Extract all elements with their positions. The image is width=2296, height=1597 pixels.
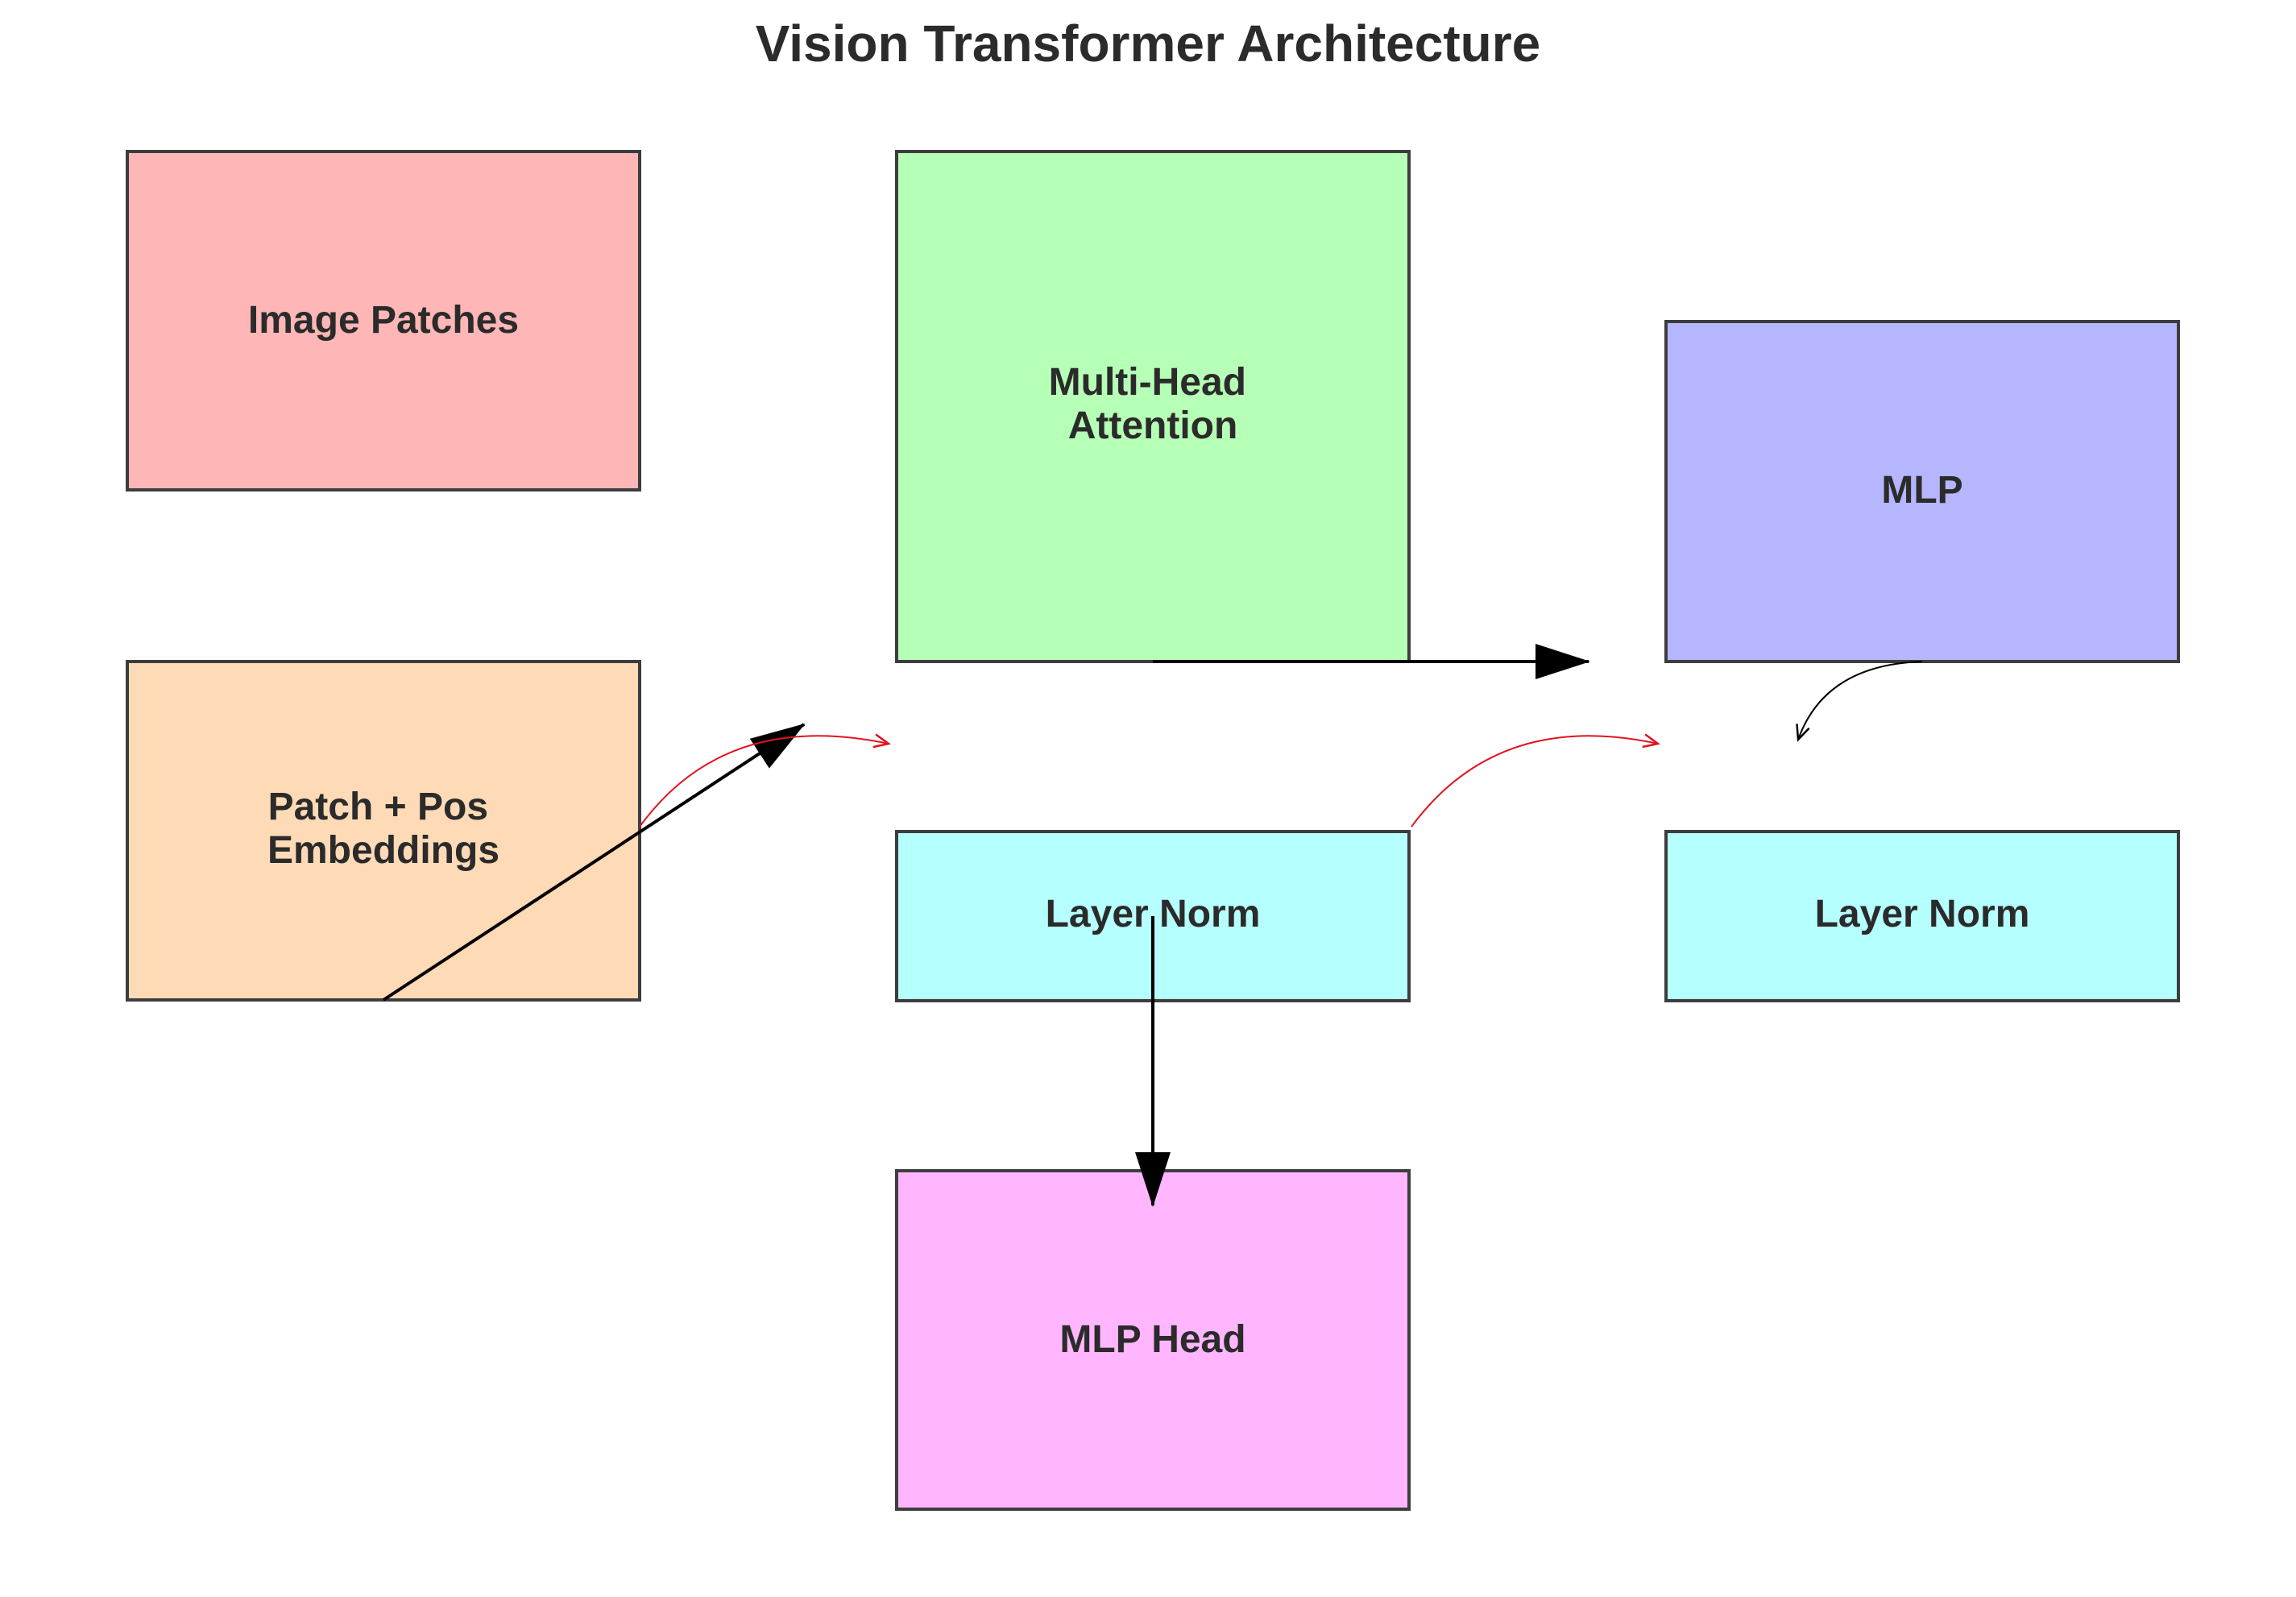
mlp-head-node: MLP Head (895, 1169, 1411, 1511)
residual-arrow-embeddings (639, 733, 892, 828)
attention-node: Multi-Head Attention (895, 150, 1411, 663)
connector-arrows (382, 644, 1923, 1207)
arrow-mlp-to-layernorm (1796, 661, 1923, 742)
image-patches-label: Image Patches (248, 299, 519, 342)
mlp-node: MLP (1664, 320, 2180, 663)
layer-norm-2-node: Layer Norm (1664, 830, 2180, 1002)
image-patches-node: Image Patches (126, 150, 641, 492)
mlp-head-label: MLP Head (1059, 1318, 1245, 1361)
layer-norm-2-label: Layer Norm (1815, 893, 2030, 935)
arrow-embeddings-to-attention (382, 723, 806, 1002)
embeddings-node: Patch + Pos Embeddings (126, 660, 641, 1002)
mlp-label: MLP (1881, 469, 1962, 512)
attention-label: Multi-Head Attention (1049, 361, 1258, 447)
embeddings-label: Patch + Pos Embeddings (267, 786, 499, 872)
residual-arrow-layernorm (1411, 733, 1661, 828)
diagram-title: Vision Transformer Architecture (756, 15, 1541, 73)
